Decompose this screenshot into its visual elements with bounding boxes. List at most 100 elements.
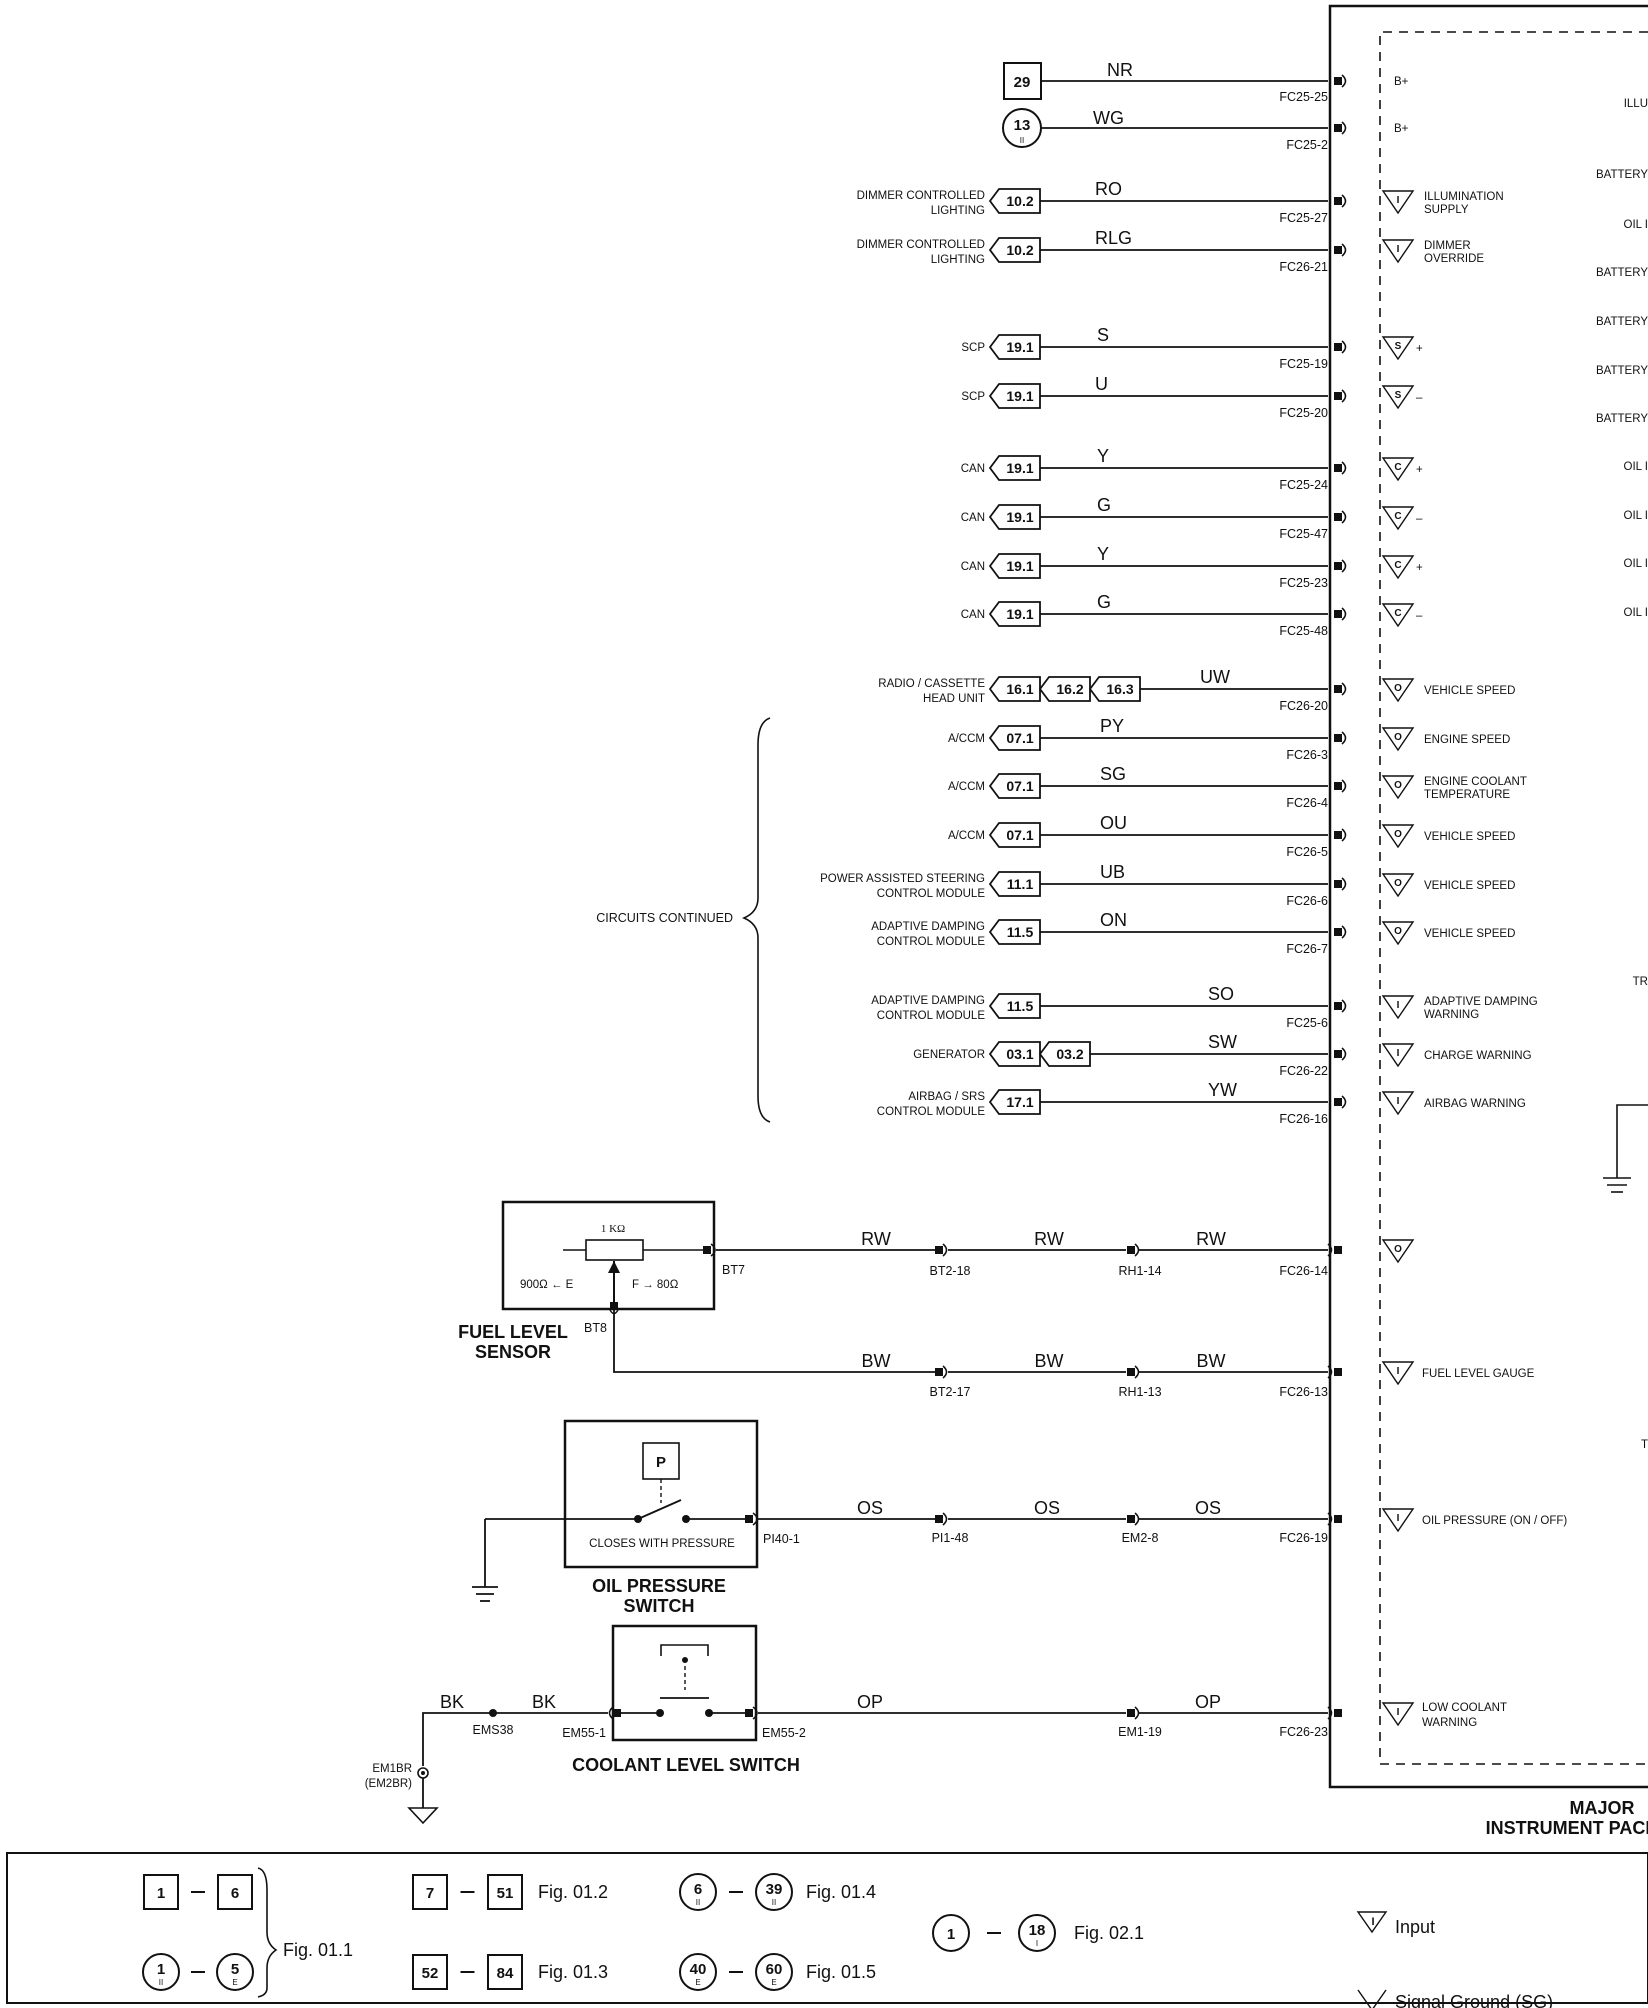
splice-curve (1134, 1243, 1140, 1257)
ref-number: 19.1 (1006, 558, 1033, 574)
wire-os-1: OS (857, 1498, 883, 1518)
splice-curve (942, 1365, 948, 1379)
ref-number: 11.1 (1007, 876, 1034, 892)
pin-curve (1341, 925, 1347, 939)
source-label: SCP (961, 391, 985, 403)
pin-curve (1327, 1706, 1333, 1720)
module-edge-label: OIL I (1624, 607, 1648, 619)
source-label: A/CCM (948, 830, 985, 842)
connector-id: FC25-24 (1279, 478, 1328, 492)
connector-id: FC26-4 (1286, 796, 1328, 810)
pin-label-bplus-2: B+ (1394, 123, 1409, 135)
source-label: CAN (961, 463, 985, 475)
legend-fig: Fig. 01.2 (538, 1882, 608, 1902)
legend-circle (755, 1873, 793, 1911)
legend-box (412, 1954, 448, 1990)
signal-symbol (1381, 1239, 1415, 1264)
connector-id: FC25-20 (1279, 406, 1328, 420)
wire-rw-2: RW (1034, 1229, 1064, 1249)
wire-color: SG (1100, 764, 1126, 784)
legend-box (143, 1874, 179, 1910)
wire-color: Y (1097, 446, 1109, 466)
signal-symbol (1381, 921, 1415, 946)
signal-symbol (1381, 385, 1415, 410)
module-edge-label: BATTERY (1596, 365, 1648, 377)
legend-circle-number: 1 (157, 1961, 165, 1978)
pin-label: ENGINE COOLANT (1424, 776, 1527, 788)
connector-id: FC26-6 (1286, 894, 1328, 908)
ref-13: 13 (1014, 117, 1031, 134)
pin-label: + (1416, 464, 1423, 476)
pin-pi40-1: PI40-1 (763, 1532, 800, 1546)
signal-symbol-letter: O (1394, 878, 1402, 889)
signal-symbol (1381, 678, 1415, 703)
splice-curve (1134, 1512, 1140, 1526)
instrument-pack-module: MAJOR INSTRUMENT PACK (1328, 4, 1648, 1838)
source-label: CAN (961, 561, 985, 573)
pin-socket (1334, 1002, 1342, 1010)
module-edge-label: BATTERY (1596, 169, 1648, 181)
pin-socket (1334, 562, 1342, 570)
wire-color: UB (1100, 862, 1125, 882)
legend-box-number: 7 (426, 1885, 434, 1902)
signal-symbol (1381, 1508, 1415, 1533)
pin-curve (1341, 389, 1347, 403)
module-pin: I (1327, 1508, 1415, 1533)
module-edge-label: BATTERY (1596, 267, 1648, 279)
legend-box-number: 1 (157, 1885, 165, 1902)
connector-id: FC26-21 (1279, 260, 1328, 274)
ref-number: 11.5 (1007, 924, 1034, 940)
wire-color: G (1097, 592, 1111, 612)
splice-pin (1127, 1709, 1135, 1717)
fuel-sensor-title-2: SENSOR (475, 1342, 551, 1362)
source-label: HEAD UNIT (923, 693, 985, 705)
signal-symbol-letter: C (1394, 608, 1401, 619)
ref-number: 16.1 (1006, 681, 1033, 697)
fuel-full-label: F → 80Ω (632, 1279, 679, 1291)
module-edge-label: BATTERY (1596, 316, 1648, 328)
pin-label-bplus-1: B+ (1394, 76, 1409, 88)
signal-symbol-letter: O (1394, 1244, 1402, 1255)
ref-number: 10.2 (1006, 193, 1033, 209)
splice-pin (1127, 1368, 1135, 1376)
source-label: CONTROL MODULE (877, 1106, 986, 1118)
wire-op-1: OP (857, 1692, 883, 1712)
legend-fig: Fig. 01.3 (538, 1962, 608, 1982)
signal-symbol-letter: S (1395, 390, 1402, 401)
wire-color: SW (1208, 1032, 1237, 1052)
legend-box-number: 52 (422, 1965, 439, 1982)
module-edge-label: OIL I (1624, 219, 1648, 231)
pin-label: OVERRIDE (1424, 253, 1484, 265)
pin-socket (1334, 246, 1342, 254)
ref-number: 03.1 (1006, 1046, 1033, 1062)
ref-number: 19.1 (1006, 509, 1033, 525)
module-edge-label: OIL I (1624, 558, 1648, 570)
source-label: ADAPTIVE DAMPING (871, 921, 985, 933)
legend-square-ref: 7 (412, 1874, 448, 1910)
source-label: CONTROL MODULE (877, 936, 986, 948)
splice-ems38: EMS38 (473, 1723, 514, 1737)
pin-curve (1327, 1365, 1333, 1379)
connector-id: FC26-5 (1286, 845, 1328, 859)
pin-socket (1334, 513, 1342, 521)
legend-circle-ref: 1 (932, 1914, 970, 1952)
pin-label: ADAPTIVE DAMPING (1424, 996, 1538, 1008)
signal-symbol-letter: I (1397, 1000, 1400, 1011)
pin-label-fuel-gauge: FUEL LEVEL GAUGE (1422, 1368, 1535, 1380)
wire-color: RO (1095, 179, 1122, 199)
pin-label: – (1416, 392, 1423, 404)
pin-curve (1341, 999, 1347, 1013)
splice-bt2-18: BT2-18 (930, 1264, 971, 1278)
pin-curve (1341, 243, 1347, 257)
signal-symbol-letter: I (1397, 1096, 1400, 1107)
signal-symbol-letter: O (1394, 780, 1402, 791)
connector-id: FC26-20 (1279, 699, 1328, 713)
